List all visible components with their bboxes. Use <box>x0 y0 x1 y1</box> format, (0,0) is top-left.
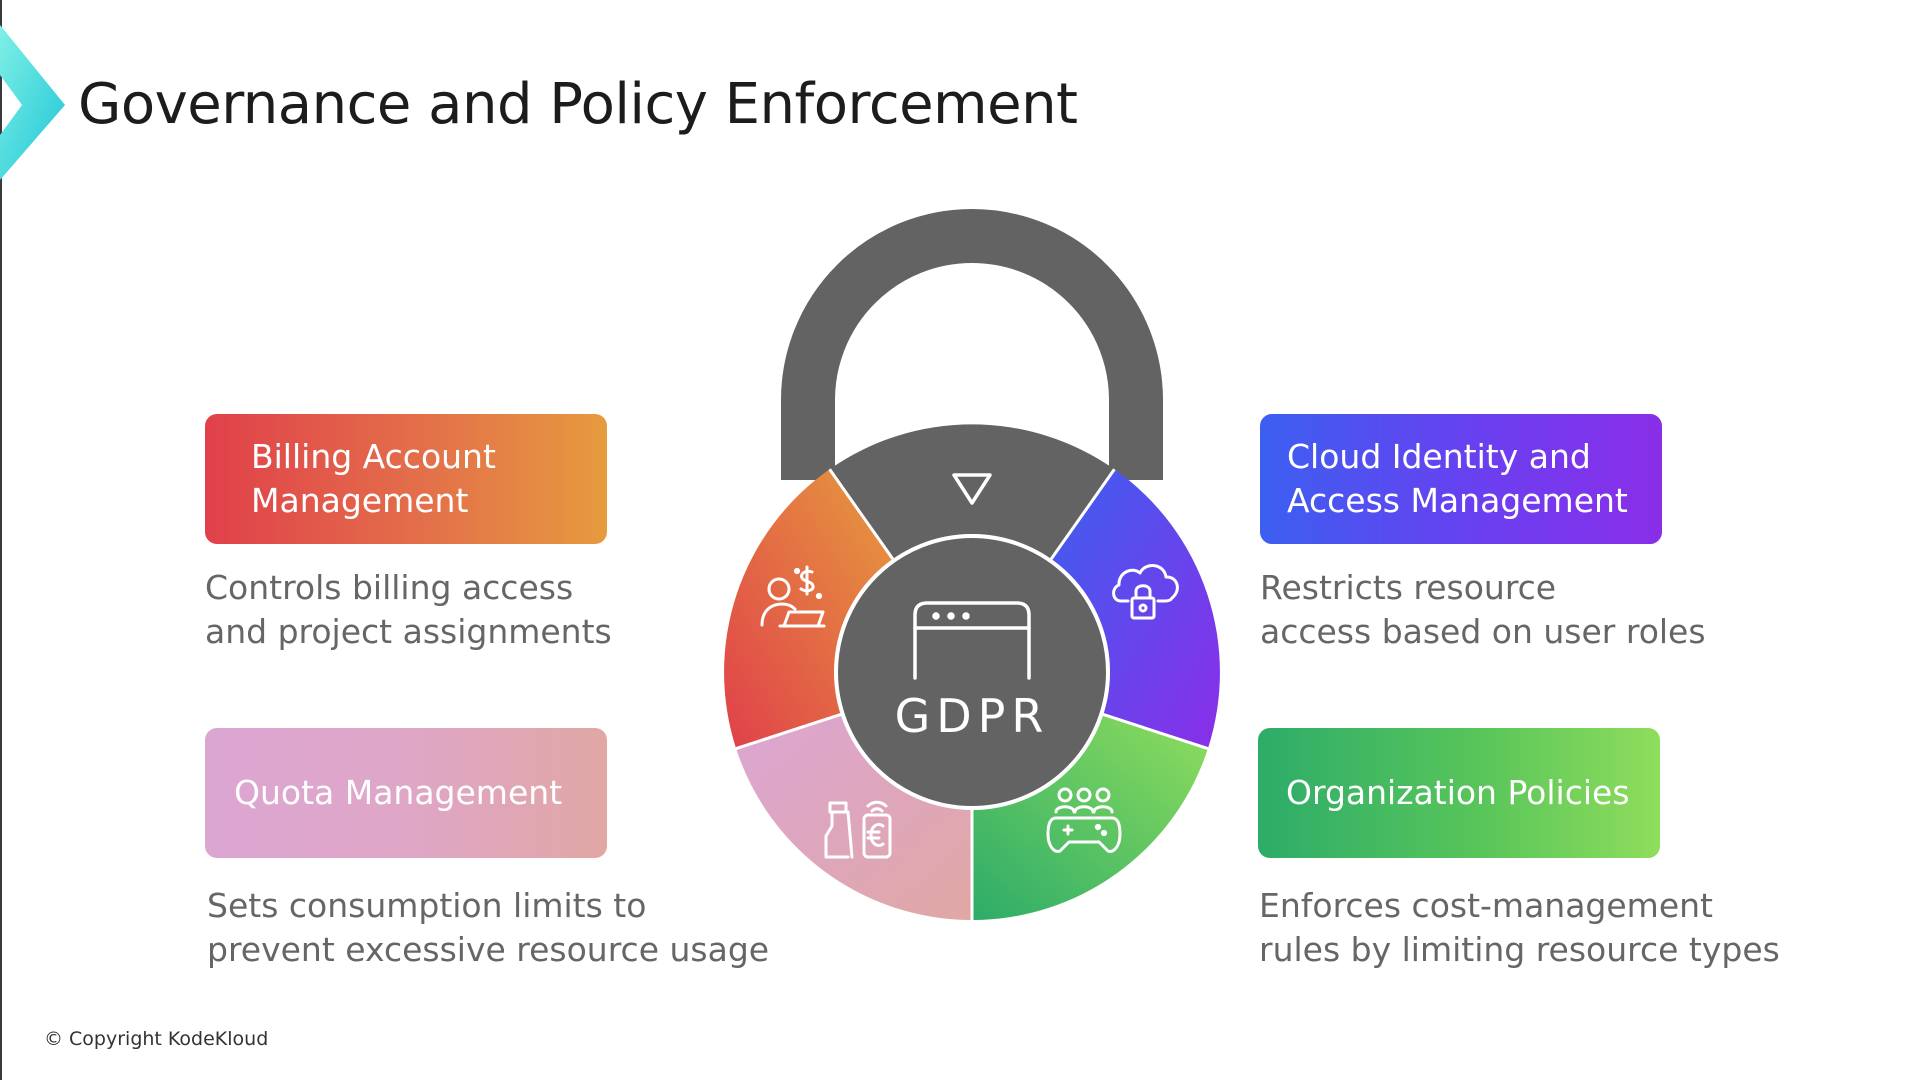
billing-account-description: Controls billing access and project assi… <box>205 568 612 651</box>
left-border <box>0 0 2 1080</box>
billing-account-card: Billing Account Management <box>205 414 607 544</box>
cloud-iam-description: Restricts resource access based on user … <box>1260 568 1706 651</box>
page-title: Governance and Policy Enforcement <box>78 72 1078 137</box>
group-gamepad-icon <box>1046 787 1122 853</box>
copyright-footer: © Copyright KodeKloud <box>44 1028 269 1050</box>
organization-policies-label: Organization Policies <box>1286 773 1630 812</box>
lock-shackle <box>781 209 1163 480</box>
phone-euro-icon <box>824 800 892 859</box>
segment-top <box>829 424 1115 559</box>
quota-management-label: Quota Management <box>234 773 563 812</box>
segment-org <box>972 714 1208 920</box>
cloud-iam-label: Cloud Identity and Access Management <box>1287 437 1628 520</box>
quota-management-card: Quota Management <box>205 728 607 858</box>
logo-chevron-icon <box>0 25 65 180</box>
segment-iam <box>1051 469 1220 749</box>
quota-management-description: Sets consumption limits to prevent exces… <box>207 886 770 969</box>
lock-center-disk <box>834 534 1110 810</box>
segment-billing <box>724 469 893 749</box>
cloud-iam-card: Cloud Identity and Access Management <box>1260 414 1662 544</box>
billing-account-label: Billing Account Management <box>251 437 496 520</box>
cloud-lock-icon <box>1112 564 1179 620</box>
triangle-down-icon <box>952 473 992 505</box>
organization-policies-description: Enforces cost-management rules by limiti… <box>1259 886 1780 969</box>
segment-quota <box>736 714 972 920</box>
person-dollar-laptop-icon <box>760 565 826 628</box>
browser-window-icon <box>913 601 1031 680</box>
gdpr-label: GDPR <box>895 689 1050 743</box>
organization-policies-card: Organization Policies <box>1258 728 1660 858</box>
